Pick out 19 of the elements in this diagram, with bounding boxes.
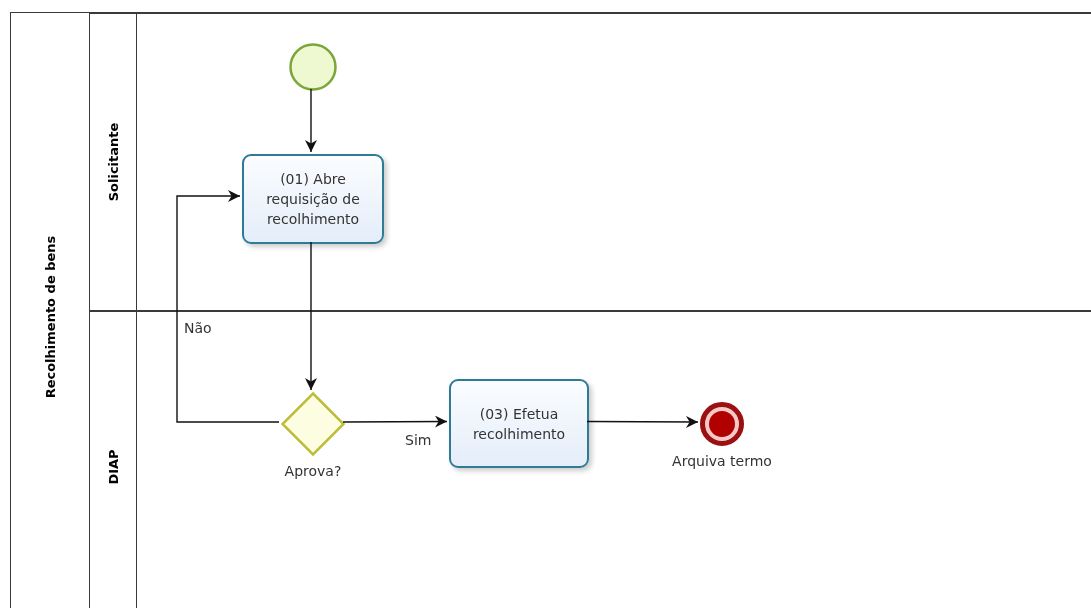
swimlane xyxy=(89,311,1091,608)
lane-title: Recolhimento de bens xyxy=(43,235,58,399)
event-label: Arquiva termo xyxy=(672,452,772,470)
edge-label: Não xyxy=(184,320,212,336)
arrow xyxy=(176,190,280,423)
arrow xyxy=(342,415,448,428)
task-label: (01) Abre requisição de recolhimento xyxy=(265,170,361,229)
lane-title: DIAP xyxy=(106,449,121,485)
arrow xyxy=(586,415,699,428)
lane-title: Solicitante xyxy=(106,122,121,202)
task-label: (03) Efetua recolhimento xyxy=(471,404,567,444)
arrow xyxy=(305,241,317,391)
edge-label: Sim xyxy=(405,432,432,448)
arrow xyxy=(305,88,317,153)
swimlane xyxy=(89,13,1091,311)
task-box xyxy=(449,379,589,468)
event-label: Aprova? xyxy=(284,462,342,480)
pool-frame xyxy=(10,12,1091,608)
task-box xyxy=(242,154,384,244)
